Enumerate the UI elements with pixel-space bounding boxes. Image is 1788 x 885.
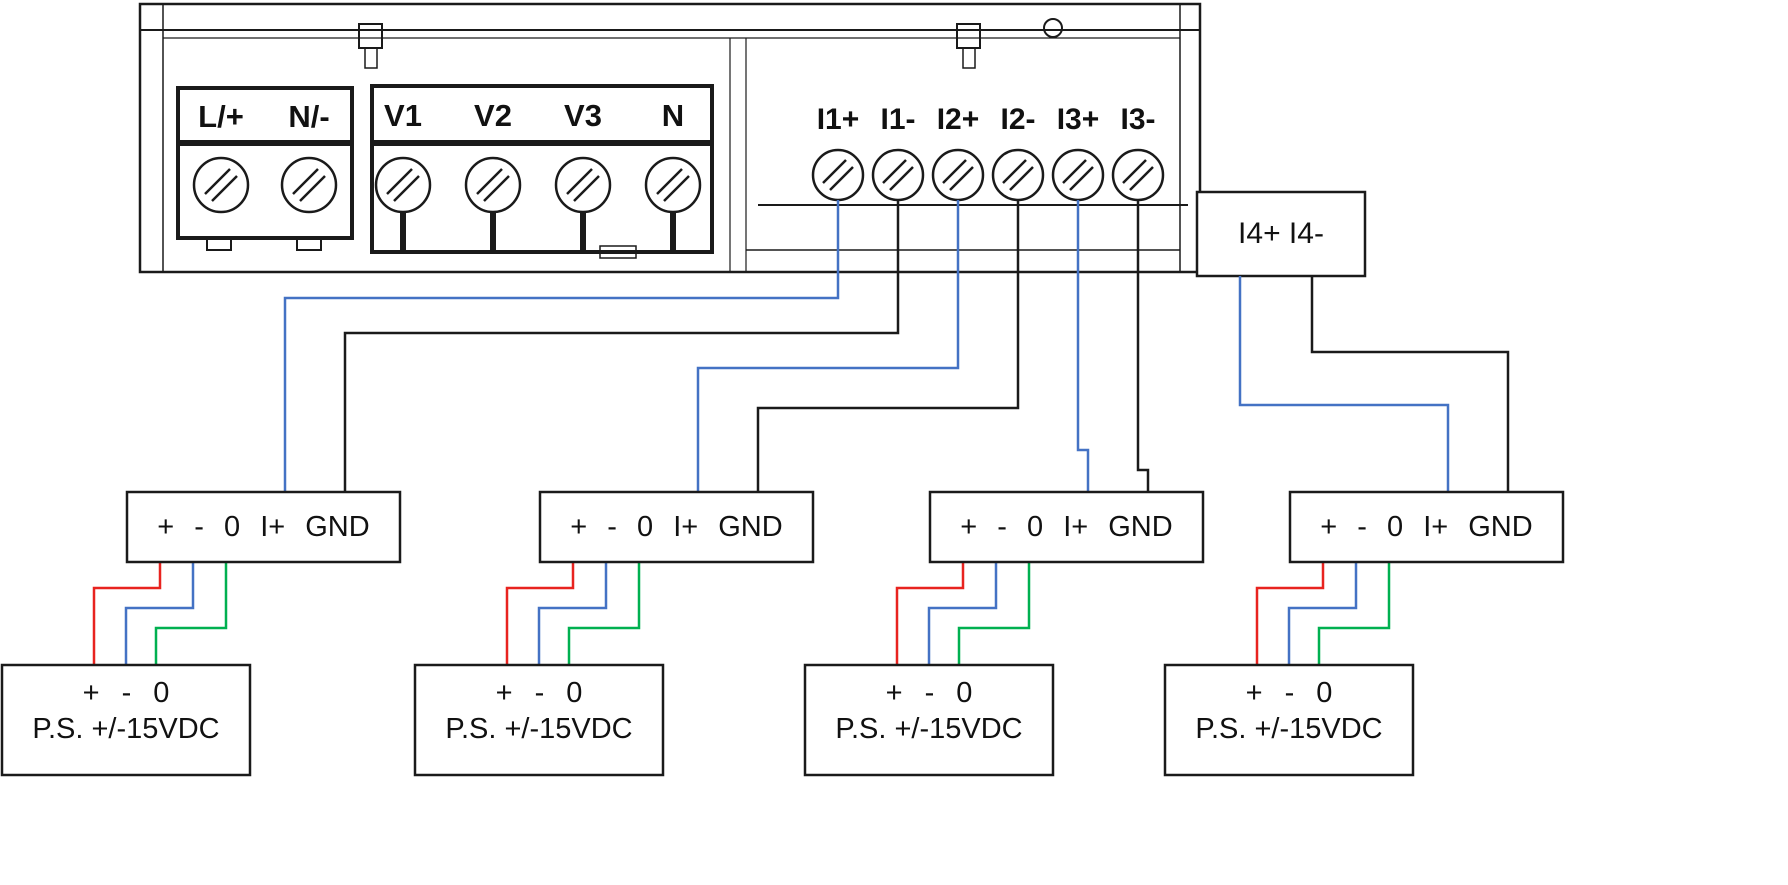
wire-ps1-minus xyxy=(124,562,195,665)
ps-box-1 xyxy=(0,663,252,777)
wire-i3-plus xyxy=(1076,200,1090,492)
label-i2-minus: I2- xyxy=(1000,103,1036,136)
wire-ps2-minus xyxy=(537,562,608,665)
label-n-minus: N/- xyxy=(288,99,330,134)
screw-terminal-v3 xyxy=(554,156,612,214)
ps-4-name: P.S. +/-15VDC xyxy=(1195,713,1383,745)
ps-3-terminals: + - 0 xyxy=(885,677,973,709)
transducer-block-3 xyxy=(928,490,1205,564)
wire-ps3-plus xyxy=(895,562,965,665)
screw-terminal-n xyxy=(280,156,338,214)
ps-3-name: P.S. +/-15VDC xyxy=(835,713,1023,745)
screw-terminal-i1-plus xyxy=(811,148,865,202)
power-supply-wires xyxy=(92,562,1391,665)
i4-box-label: I4+ I4- xyxy=(1238,217,1324,250)
screw-terminal-i3-plus xyxy=(1051,148,1105,202)
transducer-3-label: + - 0 I+ GND xyxy=(960,511,1173,543)
ps-3-text: + - 0 P.S. +/-15VDC xyxy=(805,665,1053,775)
wire-i1-minus xyxy=(343,200,900,492)
i4-terminal-box xyxy=(1195,190,1367,278)
transducer-1-label: + - 0 I+ GND xyxy=(157,511,370,543)
ps-2-name: P.S. +/-15VDC xyxy=(445,713,633,745)
ps-1-name: P.S. +/-15VDC xyxy=(32,713,220,745)
label-v2: V2 xyxy=(474,98,512,133)
wire-ps3-minus xyxy=(927,562,998,665)
screw-terminal-i1-minus xyxy=(871,148,925,202)
label-i3-minus: I3- xyxy=(1120,103,1156,136)
voltage-terminal-block xyxy=(370,84,714,254)
power-supply-boxes xyxy=(0,663,1415,777)
label-i1-plus: I1+ xyxy=(816,103,860,136)
current-terminal-strip xyxy=(758,148,1188,206)
wire-i4-minus xyxy=(1310,276,1510,492)
transducer-blocks xyxy=(125,490,1565,564)
label-i2-plus: I2+ xyxy=(936,103,980,136)
label-i1-minus: I1- xyxy=(880,103,916,136)
wire-ps2-zero xyxy=(567,562,641,665)
ps-2-text: + - 0 P.S. +/-15VDC xyxy=(415,665,663,775)
label-v3: V3 xyxy=(564,98,602,133)
ps-4-terminals: + - 0 xyxy=(1245,677,1333,709)
screw-terminal-i2-minus xyxy=(991,148,1045,202)
wire-ps4-plus xyxy=(1255,562,1325,665)
ps-1-text: + - 0 P.S. +/-15VDC xyxy=(2,665,250,775)
label-v1: V1 xyxy=(384,98,422,133)
ps-box-3 xyxy=(803,663,1055,777)
power-terminal-block xyxy=(176,86,354,251)
screw-terminal-l xyxy=(192,156,250,214)
wire-i2-minus xyxy=(756,200,1020,492)
screw-terminal-v1 xyxy=(374,156,432,214)
wire-i4-plus xyxy=(1238,276,1450,492)
wire-ps1-zero xyxy=(154,562,228,665)
current-wires xyxy=(283,200,1510,492)
wire-i2-plus xyxy=(696,200,960,492)
transducer-4-label: + - 0 I+ GND xyxy=(1320,511,1533,543)
ps-box-4 xyxy=(1163,663,1415,777)
wire-ps2-plus xyxy=(505,562,575,665)
screw-terminal-i3-minus xyxy=(1111,148,1165,202)
mount-clip-right xyxy=(956,23,981,49)
transducer-block-4 xyxy=(1288,490,1565,564)
wire-ps1-plus xyxy=(92,562,162,665)
ps-4-text: + - 0 P.S. +/-15VDC xyxy=(1165,665,1413,775)
screw-terminal-v2 xyxy=(464,156,522,214)
transducer-2-label: + - 0 I+ GND xyxy=(570,511,783,543)
wire-ps3-zero xyxy=(957,562,1031,665)
meter-device-outline xyxy=(138,2,1202,274)
screw-terminal-i2-plus xyxy=(931,148,985,202)
wire-i1-plus xyxy=(283,200,840,492)
case-hole xyxy=(1043,18,1063,38)
screw-terminal-vn xyxy=(644,156,702,214)
label-l-plus: L/+ xyxy=(198,99,244,134)
ps-box-2 xyxy=(413,663,665,777)
ps-2-terminals: + - 0 xyxy=(495,677,583,709)
transducer-block-1 xyxy=(125,490,402,564)
wire-ps4-zero xyxy=(1317,562,1391,665)
label-i3-plus: I3+ xyxy=(1056,103,1100,136)
mount-clip-left xyxy=(358,23,383,49)
wire-i3-minus xyxy=(1136,200,1150,492)
label-vn: N xyxy=(661,98,685,133)
ps-1-terminals: + - 0 xyxy=(82,677,170,709)
wire-ps4-minus xyxy=(1287,562,1358,665)
transducer-block-2 xyxy=(538,490,815,564)
